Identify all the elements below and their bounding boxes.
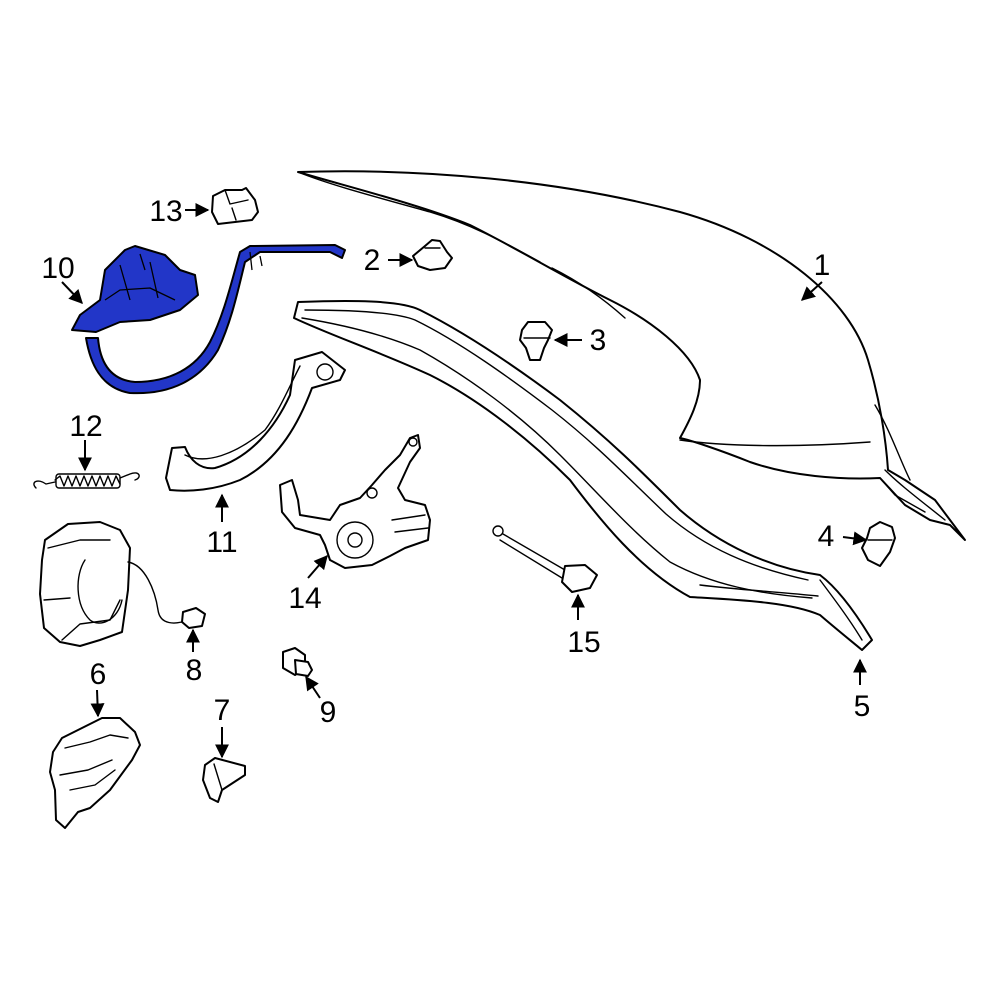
- part-10-hinge[interactable]: [71, 244, 346, 395]
- callout-12: 12: [69, 410, 102, 443]
- callout-8: 8: [186, 654, 203, 687]
- callout-2: 2: [364, 244, 381, 277]
- callout-4: 4: [818, 520, 835, 553]
- part-8-motor[interactable]: [39, 521, 206, 647]
- hinge-arm-highlight: [85, 244, 346, 395]
- callout-6: 6: [90, 658, 107, 691]
- callout-1: 1: [814, 249, 831, 282]
- leader-10: [61, 281, 83, 305]
- callout-9: 9: [320, 696, 337, 729]
- callout-14: 14: [288, 582, 321, 615]
- leader-6: [90, 689, 105, 718]
- part-15-rod[interactable]: [492, 525, 598, 593]
- callout-15: 15: [567, 626, 600, 659]
- callout-11: 11: [206, 526, 237, 559]
- part-2-fastener[interactable]: [412, 239, 453, 271]
- part-5-inner-frame[interactable]: [293, 299, 873, 651]
- part-13-clip[interactable]: [211, 187, 259, 225]
- callout-7: 7: [214, 694, 231, 727]
- part-1-trunk-lid[interactable]: [297, 170, 966, 541]
- part-4-bumper[interactable]: [861, 521, 896, 567]
- leader-14: [307, 554, 328, 579]
- part-6-lock[interactable]: [49, 717, 141, 829]
- part-12-spring[interactable]: [33, 472, 140, 489]
- part-11-bracket[interactable]: [165, 351, 346, 492]
- callout-13: 13: [149, 195, 182, 228]
- part-14-latch[interactable]: [279, 434, 431, 569]
- part-9-grommet[interactable]: [282, 647, 313, 677]
- leader-1: [800, 281, 823, 301]
- callout-3: 3: [590, 324, 607, 357]
- callout-10: 10: [41, 252, 74, 285]
- part-7-bracket[interactable]: [202, 757, 246, 803]
- callout-5: 5: [854, 690, 871, 723]
- part-3-bumper[interactable]: [519, 321, 553, 361]
- leader-4: [842, 531, 868, 546]
- leader-9: [305, 675, 321, 699]
